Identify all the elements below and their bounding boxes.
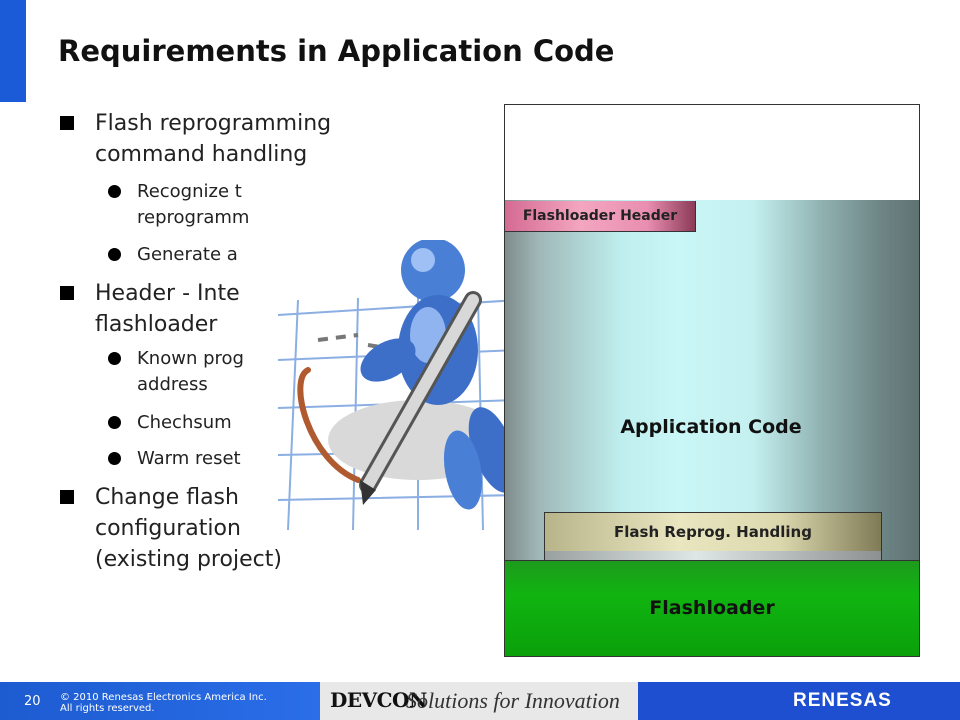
footer-right-band [638,682,960,720]
application-code-label: Application Code [620,416,802,438]
flashloader-header-block: Flashloader Header [505,201,696,232]
figure-drawing-with-pen-icon [277,240,519,531]
bullet-text: Generate a [137,244,238,265]
page-number: 20 [24,694,41,709]
bullet-text: Header - Inte flashloader [95,281,240,337]
round-bullet-icon [108,352,121,365]
round-bullet-icon [108,185,121,198]
footer-tagline: Solutions for Innovation [406,688,620,713]
title-accent-bar [0,0,26,102]
square-bullet-icon [60,116,74,130]
bullet-text: Warm reset [137,448,241,469]
bullet-text: Chechsum [137,412,232,433]
bullet-level1: Flash reprogramming command handling [58,108,331,170]
flashloader-block: Flashloader [504,560,920,657]
round-bullet-icon [108,416,121,429]
bullet-level2: Warm reset [106,446,241,472]
bullet-text: Recognize t reprogramm [137,181,250,228]
round-bullet-icon [108,452,121,465]
square-bullet-icon [60,490,74,504]
bullet-level1: Header - Inte flashloader [58,278,240,340]
square-bullet-icon [60,286,74,300]
reprog-handling-strip [544,551,882,560]
copyright-text: © 2010 Renesas Electronics America Inc. … [60,692,267,714]
free-memory-region [504,104,920,202]
footer-left-band [0,682,320,720]
bullet-text: Change flash configuration (existing pro… [95,485,282,572]
application-code-region [504,200,920,561]
flash-reprog-handling-block: Flash Reprog. Handling [544,512,882,552]
bullet-list: Flash reprogramming command handling Rec… [58,108,498,578]
renesas-logo: RENESAS [793,690,892,711]
bullet-level2: Chechsum [106,410,232,436]
bullet-text: Known prog address [137,348,244,395]
bullet-text: Flash reprogramming command handling [95,111,332,167]
bullet-level2: Generate a [106,242,238,268]
slide-title: Requirements in Application Code [58,34,615,68]
bullet-level2: Known prog address [106,346,244,398]
devcon-logo: DEVCON [330,688,427,712]
bullet-level2: Recognize t reprogramm [106,179,249,231]
bullet-level1: Change flash configuration (existing pro… [58,482,282,575]
round-bullet-icon [108,248,121,261]
footer-middle-band [320,682,638,720]
